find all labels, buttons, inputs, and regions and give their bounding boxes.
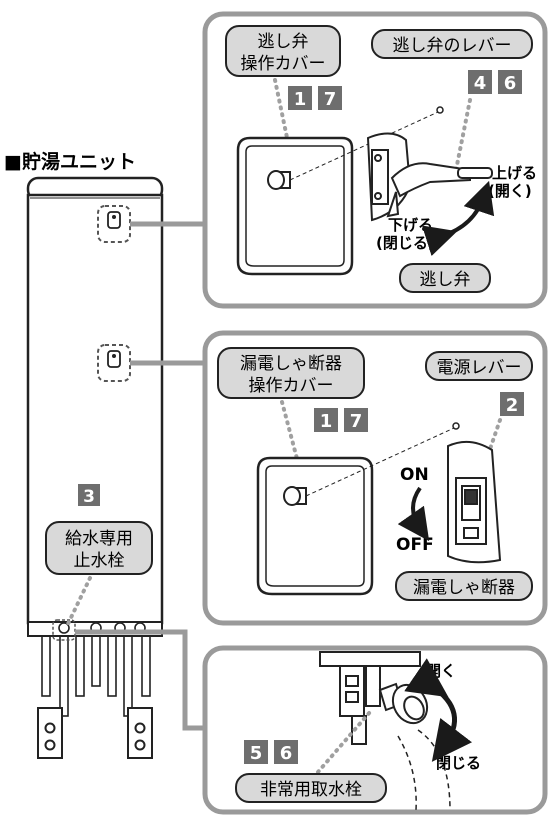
power-lever-label: 電源レバー [437,358,522,378]
open-label: 開く [426,662,456,680]
storage-unit [26,176,164,759]
step-badge-2: 2 [500,392,524,416]
svg-text:給水専用: 給水専用 [65,529,133,549]
svg-text:3: 3 [83,487,95,507]
step-badge-3: 3 [78,484,100,507]
down-label: 下げる [388,216,433,234]
breaker-cover-label: 漏電しゃ断器 [240,354,342,374]
breaker-label: 漏電しゃ断器 [413,578,515,598]
connector-lines [75,221,205,731]
legs [37,707,153,759]
svg-text:操作カバー: 操作カバー [241,54,326,74]
on-label: ON [400,465,429,485]
breaker-panel: 漏電しゃ断器 操作カバー 1 7 電源レバー 2 [202,330,548,626]
off-label: OFF [396,535,434,555]
svg-text:7: 7 [350,411,363,432]
svg-text:止水栓: 止水栓 [74,551,125,571]
relief-valve-panel: 逃し弁 操作カバー 1 7 逃し弁のレバー 4 6 [202,11,548,309]
stopcock-dotted-line [64,576,92,630]
svg-text:(開く): (開く) [488,182,532,200]
valve-label: 逃し弁 [420,270,471,290]
up-label: 上げる [492,164,537,182]
up-down-arrow [421,180,495,257]
step-badges-breaker-cover: 1 7 [314,408,368,432]
svg-text:操作カバー: 操作カバー [249,376,334,396]
cover-label: 逃し弁 [258,32,309,52]
lever-label: 逃し弁のレバー [393,36,512,56]
svg-text:5: 5 [250,743,263,764]
close-label: 閉じる [436,754,481,772]
step-badges-cover: 1 7 [288,86,342,110]
step-badges-tap: 5 6 [244,740,298,764]
on-off-arrow [397,486,430,542]
breaker-cover [256,422,460,596]
svg-text:4: 4 [474,73,487,94]
svg-text:2: 2 [506,395,519,416]
relief-valve-mechanism [366,132,493,222]
svg-text:(閉じる): (閉じる) [376,234,435,252]
unit-title: ■貯湯ユニット [4,150,136,173]
breaker-switch [447,440,502,564]
svg-text:1: 1 [294,89,307,110]
relief-valve-cover [236,106,444,276]
relief-valve-location [97,205,131,243]
tap-label: 非常用取水栓 [260,780,362,800]
breaker-location [97,344,131,382]
svg-text:7: 7 [324,89,337,110]
svg-text:6: 6 [504,73,517,94]
svg-text:1: 1 [320,411,333,432]
svg-text:6: 6 [280,743,293,764]
step-badges-lever: 4 6 [468,70,522,94]
emergency-tap-panel: 開く 閉じる 5 6 非常用取水栓 [202,645,548,815]
stopcock-label: 給水専用 止水栓 [45,521,153,575]
open-close-arrow [404,658,473,762]
